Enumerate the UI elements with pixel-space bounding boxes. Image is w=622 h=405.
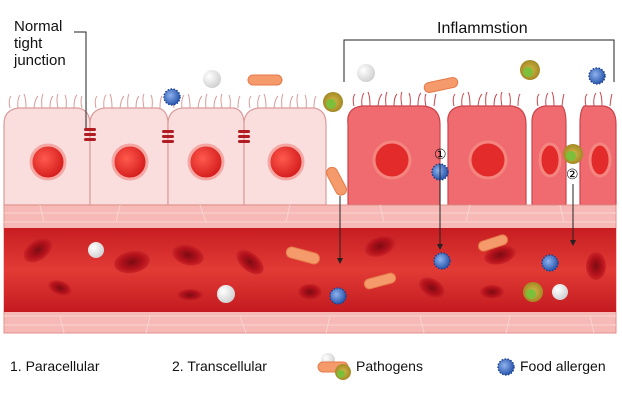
red-blood-cell bbox=[484, 245, 516, 265]
normal-label-line2: tight bbox=[14, 35, 43, 52]
red-blood-cell bbox=[23, 237, 53, 263]
normal-label-line1: Normal bbox=[14, 18, 63, 35]
inflammation-bracket bbox=[343, 39, 615, 82]
pathogen-capsule bbox=[423, 77, 459, 93]
legend-paracellular: 1. Paracellular bbox=[10, 358, 100, 374]
normal-label-line3: junction bbox=[14, 52, 66, 69]
normal-cells bbox=[3, 93, 327, 206]
annotation-lines bbox=[74, 31, 615, 258]
inflammation-label: Inflammstion bbox=[437, 20, 528, 37]
red-blood-cell bbox=[48, 280, 72, 296]
pathogen-capsule bbox=[363, 272, 397, 290]
pathogen-olive bbox=[520, 60, 540, 80]
nucleus bbox=[588, 142, 612, 178]
pathogen-white bbox=[217, 285, 235, 303]
normal-junction-pointer bbox=[74, 31, 87, 128]
microvilli-inflamed bbox=[352, 91, 613, 107]
pathogen-white bbox=[357, 64, 375, 82]
arrow-heads bbox=[337, 240, 576, 264]
nucleus bbox=[187, 143, 225, 181]
normal-tight-junction-label: Normal tight junction bbox=[14, 18, 84, 69]
pathogen-white bbox=[88, 242, 104, 258]
pathogen-capsule bbox=[477, 234, 509, 252]
red-blood-cell bbox=[172, 244, 204, 266]
nucleus bbox=[29, 143, 67, 181]
nucleus bbox=[111, 143, 149, 181]
pathogen-capsule bbox=[247, 74, 283, 86]
particles bbox=[88, 60, 606, 305]
food-allergen bbox=[541, 254, 559, 272]
red-blood-cell bbox=[236, 249, 264, 275]
nucleus bbox=[372, 140, 412, 180]
marker-one: ① bbox=[434, 146, 447, 162]
red-blood-cell bbox=[114, 250, 150, 274]
legend-pathogens-icon bbox=[317, 353, 351, 380]
pathogen-capsule bbox=[326, 166, 348, 196]
inflamed-cells bbox=[347, 91, 617, 206]
pathogen-capsule bbox=[285, 246, 320, 265]
pathogen-olive bbox=[563, 144, 583, 164]
pathogen-white bbox=[552, 284, 568, 300]
red-blood-cells bbox=[23, 235, 606, 301]
food-allergen bbox=[329, 287, 347, 305]
red-blood-cell bbox=[480, 285, 504, 299]
food-allergen bbox=[163, 88, 181, 106]
blood-vessel bbox=[3, 204, 617, 334]
vessel-wall-texture bbox=[4, 204, 616, 334]
nucleus bbox=[468, 140, 508, 180]
legend-pathogens: Pathogens bbox=[356, 358, 423, 374]
tight-junctions bbox=[84, 128, 250, 143]
nucleus bbox=[267, 143, 305, 181]
legend-transcellular: 2. Transcellular bbox=[172, 358, 267, 374]
pathogen-white bbox=[203, 70, 221, 88]
red-blood-cell bbox=[419, 277, 445, 299]
microvilli-normal bbox=[8, 93, 317, 109]
food-allergen bbox=[433, 252, 451, 270]
red-blood-cell bbox=[177, 289, 203, 301]
red-blood-cell bbox=[586, 252, 606, 280]
pathogen-olive bbox=[523, 282, 543, 302]
red-blood-cell bbox=[298, 284, 322, 300]
legend-food-allergen: Food allergen bbox=[520, 358, 606, 374]
food-allergen bbox=[588, 67, 606, 85]
nucleus bbox=[538, 142, 562, 178]
red-blood-cell bbox=[364, 235, 396, 257]
marker-two: ② bbox=[566, 166, 579, 182]
legend-food-allergen-icon bbox=[497, 358, 515, 376]
pathogen-olive bbox=[323, 92, 343, 112]
